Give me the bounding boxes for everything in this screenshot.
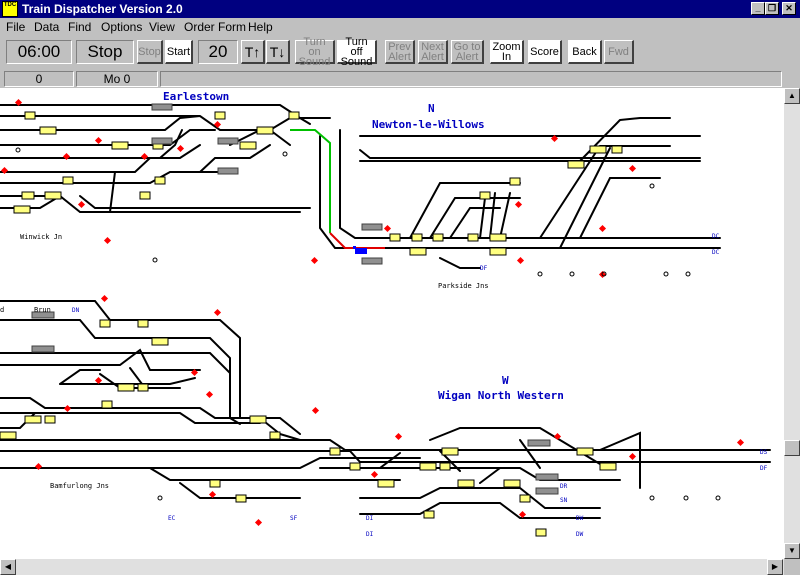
junction-label-brun: Brun — [34, 306, 51, 314]
vertical-scroll-thumb[interactable] — [784, 440, 800, 456]
goto-alert-button[interactable]: Go to Alert — [451, 40, 484, 64]
stop-button[interactable]: Stop — [137, 40, 163, 64]
track-lines — [0, 104, 771, 519]
direction-label-north: N — [428, 102, 435, 115]
track-diagram[interactable]: Earlestown N Newton-le-Willows W Wigan N… — [0, 88, 784, 559]
menu-order-form[interactable]: Order Form — [184, 20, 247, 34]
clock-display: 06:00 — [6, 40, 72, 64]
status-bar: 0 Mo 0 — [0, 70, 800, 88]
signal-post-icons — [15, 147, 721, 501]
title-bar: TDC Train Dispatcher Version 2.0 _ ❐ ✕ — [0, 0, 800, 18]
menu-view[interactable]: View — [149, 20, 175, 34]
menu-find[interactable]: Find — [68, 20, 92, 34]
dir-label-sf: SF — [290, 515, 298, 522]
dir-label-di-1: DI — [366, 515, 374, 522]
speed-up-button[interactable]: T↑ — [241, 40, 265, 64]
toolbar: 06:00 Stop Stop Start 20 T↑ T↓ Turn on S… — [0, 36, 800, 68]
route-overlays — [290, 129, 385, 249]
zoom-in-button[interactable]: Zoom In — [490, 40, 524, 64]
dir-label-dr: DR — [560, 483, 568, 490]
dir-label-dn: DN — [72, 307, 80, 314]
scroll-left-icon[interactable]: ◀ — [0, 559, 16, 575]
dir-label-dc-1: DC — [712, 233, 720, 240]
forward-button[interactable]: Fwd — [604, 40, 634, 64]
dir-label-sn: SN — [560, 497, 568, 504]
track-sections — [0, 111, 623, 537]
prev-alert-button[interactable]: Prev Alert — [385, 40, 415, 64]
next-alert-button[interactable]: Next Alert — [418, 40, 448, 64]
junction-label-winwick: Winwick Jn — [20, 233, 62, 241]
status-day: Mo 0 — [76, 71, 158, 87]
junction-label-parkside: Parkside Jns — [438, 282, 489, 290]
junction-label-d: d — [0, 306, 4, 314]
status-message — [160, 71, 782, 87]
start-button[interactable]: Start — [165, 40, 193, 64]
scroll-up-icon[interactable]: ▲ — [784, 88, 800, 104]
junction-label-bamfurlong: Bamfurlong Jns — [50, 482, 109, 490]
speed-display: 20 — [198, 40, 238, 64]
platforms — [31, 103, 559, 495]
station-label-newton: Newton-le-Willows — [372, 118, 485, 131]
slow-down-button[interactable]: T↓ — [266, 40, 290, 64]
dir-label-df-2: DF — [760, 465, 768, 472]
dir-label-di-2: DI — [366, 531, 374, 538]
scrollbar-corner — [784, 559, 800, 575]
scroll-right-icon[interactable]: ▶ — [767, 559, 783, 575]
minimize-icon[interactable]: _ — [751, 2, 765, 15]
station-label-earlestown: Earlestown — [163, 90, 229, 103]
status-count: 0 — [4, 71, 74, 87]
menu-options[interactable]: Options — [101, 20, 143, 34]
dir-label-df: DF — [480, 265, 488, 272]
window-title: Train Dispatcher Version 2.0 — [22, 2, 183, 16]
menu-help[interactable]: Help — [248, 20, 273, 34]
close-icon[interactable]: ✕ — [782, 2, 796, 15]
sound-off-button[interactable]: Turn off Sound — [337, 36, 377, 67]
dir-label-dw-2: DW — [576, 531, 584, 538]
dir-label-ds: DS — [760, 449, 768, 456]
dir-label-dw-1: DW — [576, 515, 584, 522]
vertical-scrollbar[interactable]: ▲ ▼ — [784, 88, 800, 559]
back-button[interactable]: Back — [568, 40, 602, 64]
run-state-display: Stop — [76, 40, 134, 64]
station-label-wigan: Wigan North Western — [438, 389, 564, 402]
dir-label-ec: EC — [168, 515, 176, 522]
signals — [0, 98, 745, 527]
train-icon[interactable] — [353, 246, 367, 254]
menu-bar: File Data Find Options View Order Form H… — [0, 18, 800, 36]
direction-label-west: W — [502, 374, 509, 387]
sound-on-button[interactable]: Turn on Sound — [295, 36, 335, 67]
horizontal-scrollbar[interactable]: ◀ ▶ — [0, 559, 784, 575]
menu-file[interactable]: File — [6, 20, 26, 34]
menu-data[interactable]: Data — [34, 20, 60, 34]
score-button[interactable]: Score — [528, 40, 562, 64]
dir-label-dc-2: DC — [712, 249, 720, 256]
restore-icon[interactable]: ❐ — [765, 2, 779, 15]
app-icon[interactable]: TDC — [2, 1, 18, 17]
track-diagram-svg[interactable]: Earlestown N Newton-le-Willows W Wigan N… — [0, 88, 784, 559]
scroll-down-icon[interactable]: ▼ — [784, 543, 800, 559]
